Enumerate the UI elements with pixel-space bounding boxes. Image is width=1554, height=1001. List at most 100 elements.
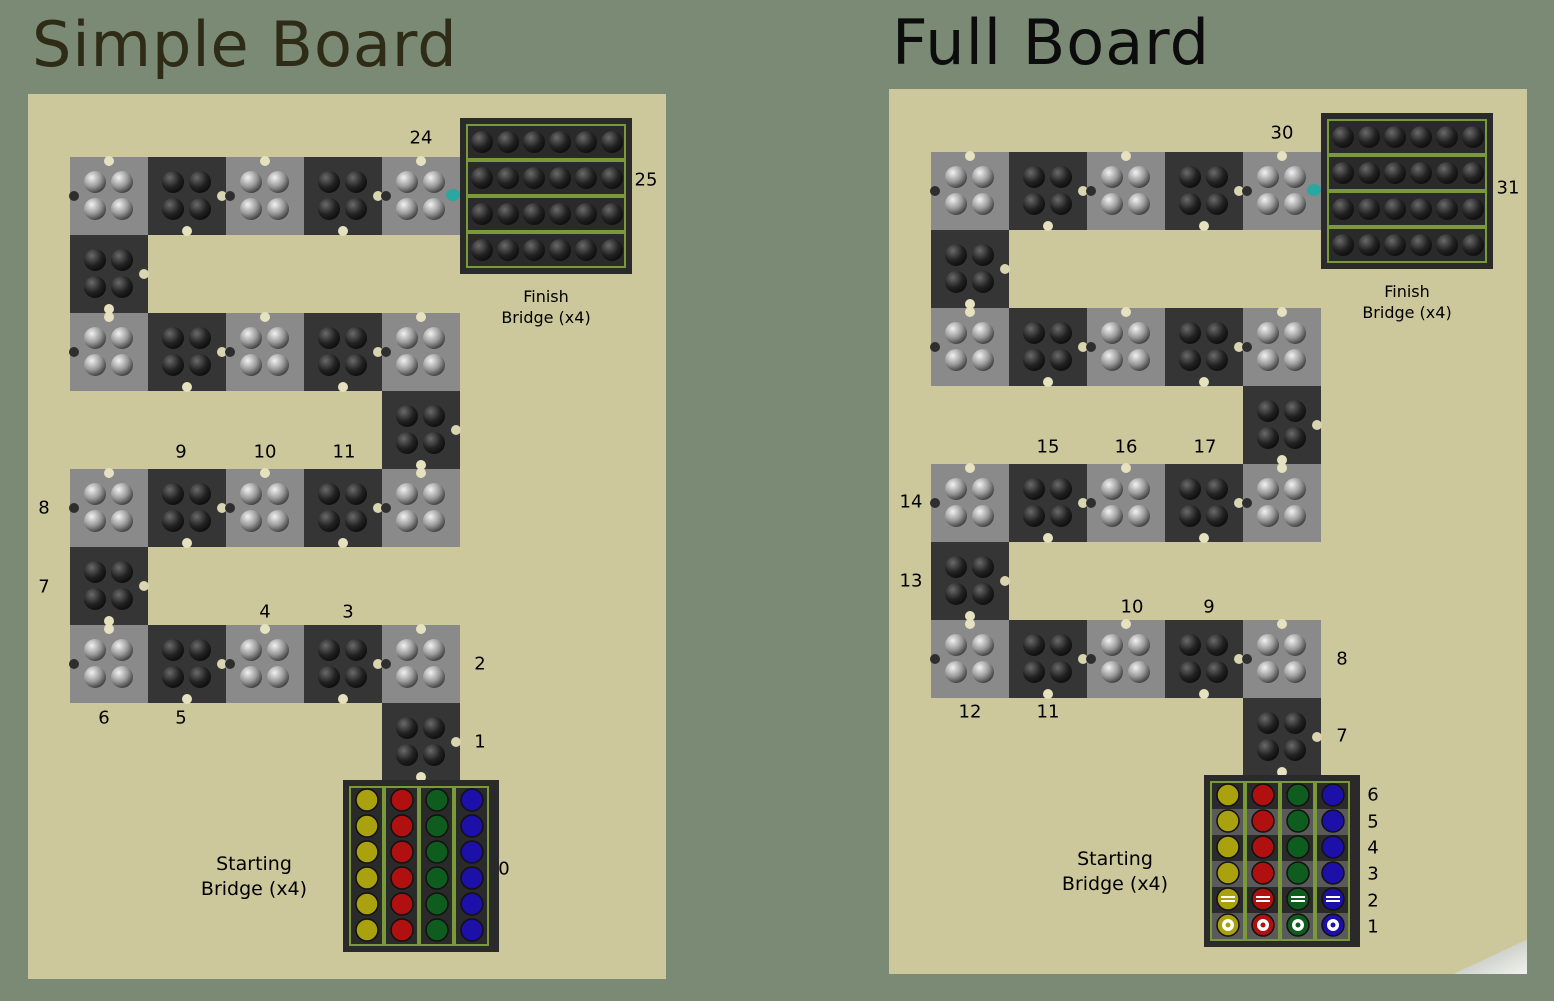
peg-hole: [84, 510, 106, 532]
peg-hole: [1257, 712, 1279, 734]
finish-hole: [1384, 162, 1406, 184]
space-label-9: 9: [175, 441, 187, 463]
peg-hole: [1101, 166, 1123, 188]
finish-hole: [1436, 162, 1458, 184]
player-peg: [390, 918, 414, 942]
peg-hole: [1050, 193, 1072, 215]
player-peg: [425, 840, 449, 864]
tile-connector: [1078, 654, 1088, 664]
player-peg: [355, 840, 379, 864]
tile-connector: [104, 156, 114, 166]
peg-hole: [396, 717, 418, 739]
finish-entry-marker: [1307, 184, 1321, 196]
tile-connector: [182, 538, 192, 548]
board-tile: [381, 312, 460, 391]
tile-connector: [965, 611, 975, 621]
tile-connector: [930, 186, 940, 196]
finish-hole: [575, 203, 597, 225]
tile-connector: [1234, 654, 1244, 664]
space-label-10: 10: [1120, 596, 1144, 618]
peg-hole: [111, 483, 133, 505]
peg-hole: [423, 198, 445, 220]
peg-hole: [945, 583, 967, 605]
tile-connector: [1277, 619, 1287, 629]
peg-hole: [945, 478, 967, 500]
board-tile: [69, 624, 148, 703]
peg-hole: [162, 354, 184, 376]
tile-connector: [381, 347, 391, 357]
peg-hole: [1128, 634, 1150, 656]
peg-hole: [423, 666, 445, 688]
board-tile: [148, 157, 227, 236]
tile-connector: [260, 156, 270, 166]
finish-lane: [466, 160, 626, 196]
tile-connector: [1242, 342, 1252, 352]
peg-hole: [1050, 349, 1072, 371]
tile-connector: [373, 503, 383, 513]
peg-marker: [1225, 922, 1231, 928]
space-label-30: 30: [1270, 122, 1294, 144]
peg-hole: [84, 561, 106, 583]
peg-hole: [189, 354, 211, 376]
peg-hole: [84, 354, 106, 376]
player-peg: [460, 814, 484, 838]
finish-hole: [1410, 234, 1432, 256]
peg-hole: [318, 510, 340, 532]
player-peg: [1286, 809, 1310, 833]
peg-hole: [162, 639, 184, 661]
tile-connector: [225, 659, 235, 669]
track: [930, 151, 1322, 777]
peg-hole: [1050, 322, 1072, 344]
board-tile: [69, 156, 148, 235]
peg-hole: [318, 171, 340, 193]
peg-hole: [972, 193, 994, 215]
peg-hole: [423, 717, 445, 739]
peg-hole: [972, 322, 994, 344]
peg-hole: [972, 166, 994, 188]
peg-hole: [111, 354, 133, 376]
player-peg: [1286, 887, 1310, 911]
finish-hole: [523, 131, 545, 153]
peg-hole: [1257, 349, 1279, 371]
peg-hole: [1284, 193, 1306, 215]
peg-hole: [318, 354, 340, 376]
finish-hole: [1358, 126, 1380, 148]
peg-hole: [1284, 400, 1306, 422]
finish-hole: [523, 167, 545, 189]
tile-connector: [217, 659, 227, 669]
peg-hole: [972, 556, 994, 578]
board-tile: [1242, 463, 1321, 542]
full-board-title: Full Board: [892, 6, 1210, 79]
board-tile: [381, 624, 460, 703]
tile-connector: [416, 624, 426, 634]
peg-hole: [162, 327, 184, 349]
player-peg: [1286, 861, 1310, 885]
finish-hole: [1332, 126, 1354, 148]
peg-hole: [1023, 634, 1045, 656]
peg-hole: [345, 666, 367, 688]
space-label-15: 15: [1036, 436, 1060, 458]
peg-hole: [1023, 349, 1045, 371]
full-board: 1 2 3 4 5 6 7 8 9 10 11 12 13 14 15 16 1…: [889, 89, 1527, 974]
peg-hole: [1284, 478, 1306, 500]
peg-hole: [1206, 661, 1228, 683]
tile-connector: [1043, 533, 1053, 543]
tile-connector: [1199, 221, 1209, 231]
peg-hole: [267, 198, 289, 220]
finish-hole: [1410, 162, 1432, 184]
peg-hole: [945, 166, 967, 188]
peg-hole: [423, 405, 445, 427]
peg-hole: [1257, 634, 1279, 656]
player-peg: [425, 918, 449, 942]
full-board-panel: 1 2 3 4 5 6 7 8 9 10 11 12 13 14 15 16 1…: [889, 89, 1527, 974]
board-tile: [1165, 308, 1244, 387]
player-peg: [1251, 783, 1275, 807]
board-tile: [148, 469, 227, 548]
peg-hole: [1284, 427, 1306, 449]
tile-connector: [69, 659, 79, 669]
peg-hole: [1101, 478, 1123, 500]
peg-hole: [1257, 661, 1279, 683]
peg-hole: [162, 483, 184, 505]
